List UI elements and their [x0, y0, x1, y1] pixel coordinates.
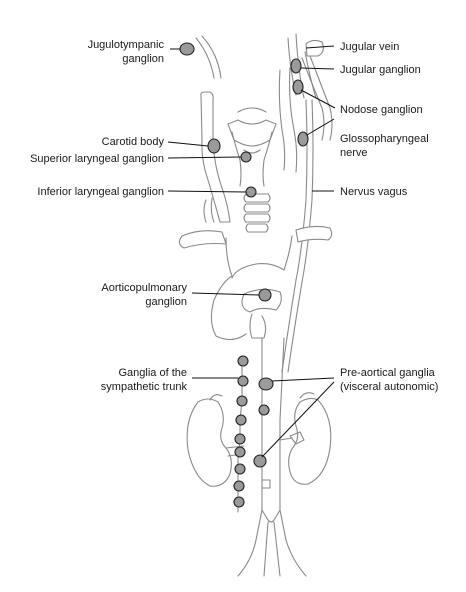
right-adrenal — [299, 392, 315, 399]
label-preaortic-1: Pre-aortical ganglia — [340, 367, 436, 379]
small-branch — [261, 479, 271, 489]
sympathetic-ganglion-dot — [234, 433, 246, 445]
preaortic-ganglion-dot — [258, 377, 274, 391]
inferior-laryngeal-dot — [245, 186, 257, 198]
sympathetic-ganglion-dot — [236, 395, 248, 407]
right-kidney — [288, 397, 332, 485]
carotid-branch — [203, 199, 207, 223]
sympathetic-ganglion-dot — [237, 375, 249, 387]
right-renal-pelvis — [289, 431, 305, 445]
glossopharyngeal-dot — [297, 131, 309, 147]
anatomy-outline — [178, 33, 333, 577]
larynx-fold — [243, 149, 261, 154]
label-sympathetic-2: sympathetic trunk — [101, 381, 188, 393]
label-nervus-vagus: Nervus vagus — [340, 186, 408, 198]
label-preaortic-2: (visceral autonomic) — [340, 381, 438, 393]
left-subclavian — [178, 230, 227, 249]
sympathetic-ganglion-dot — [234, 463, 246, 475]
superior-laryngeal-dot — [240, 151, 252, 163]
left-adrenal — [209, 394, 223, 401]
leader-jugular-vein — [305, 45, 335, 49]
label-jugular-ganglion: Jugular ganglion — [340, 64, 421, 76]
trachea-ring — [243, 203, 271, 213]
aortic-arch-left — [210, 237, 247, 341]
larynx-side — [262, 131, 273, 187]
leader-jugular-ganglion — [300, 67, 335, 70]
leader-superior-laryngeal — [167, 156, 242, 159]
sympathetic-ganglion-dot — [234, 446, 246, 458]
label-jugulotympanic-1: Jugulotympanic — [88, 39, 165, 51]
tympanic-arc-outer — [195, 37, 215, 79]
preaortic-ganglion-dot — [258, 404, 270, 416]
leader-preaortic-1 — [271, 377, 335, 382]
jugulotympanic-ganglion-dot — [179, 42, 195, 56]
epiglottis — [237, 107, 267, 113]
label-sympathetic-1: Ganglia of the — [119, 367, 188, 379]
vessel-line — [309, 55, 333, 141]
preaortic-ganglion-dot — [253, 454, 267, 468]
vagus-trunk — [287, 99, 314, 373]
label-glossopharyngeal-2: nerve — [340, 147, 368, 159]
leader-nodose — [300, 89, 336, 109]
label-carotid-body: Carotid body — [102, 136, 165, 148]
sympathetic-ganglion-dot — [235, 414, 247, 426]
trachea-ring — [245, 223, 269, 233]
aorta-right-wall — [279, 337, 307, 577]
ganglia — [179, 42, 309, 508]
iliac-inner — [273, 521, 281, 577]
leader-preaortic-2 — [261, 381, 335, 458]
trachea-ring — [243, 213, 271, 223]
label-superior-laryngeal: Superior laryngeal ganglion — [30, 153, 164, 165]
vessel-line — [301, 57, 325, 141]
aortic-arch-top — [231, 235, 293, 279]
pulmonary-stub — [249, 313, 267, 339]
label-jugulotympanic-2: ganglion — [122, 53, 164, 65]
carotid-body-dot — [207, 138, 221, 154]
label-aorticopulmonary-1: Aorticopulmonary — [101, 282, 187, 294]
right-vessel — [288, 67, 298, 173]
sympathetic-ganglion-dot — [233, 496, 245, 508]
left-kidney — [186, 398, 232, 487]
aorta-bifurcation — [261, 509, 281, 523]
leader-carotid-body — [167, 141, 209, 147]
vessel-line — [304, 51, 317, 99]
leader-inferior-laryngeal — [167, 190, 247, 193]
left-carotid — [200, 91, 231, 223]
tympanic-arc-inner — [201, 35, 222, 79]
jugular-ganglion-dot — [290, 58, 302, 74]
thyroid-cartilage — [227, 119, 277, 147]
left-renal-vessel — [225, 445, 245, 449]
jugular-vein-bulb — [305, 39, 324, 57]
leader-aorticopulmonary — [191, 292, 260, 296]
label-jugular-vein: Jugular vein — [340, 41, 399, 53]
leader-lines — [167, 45, 336, 458]
larynx-side — [231, 131, 242, 187]
label-glossopharyngeal-1: Glossopharyngeal — [340, 133, 429, 145]
sympathetic-ganglion-dot — [233, 480, 245, 492]
leader-glossopharyngeal — [306, 118, 335, 136]
right-vessel — [278, 69, 286, 171]
right-renal-vessel — [279, 437, 293, 441]
carotid-branch — [210, 197, 215, 223]
label-inferior-laryngeal: Inferior laryngeal ganglion — [37, 186, 164, 198]
labels: Jugulotympanic ganglion Jugular vein Jug… — [30, 39, 438, 393]
nodose-ganglion-dot — [292, 79, 304, 95]
sympathetic-ganglion-dot — [237, 355, 249, 367]
right-subclavian — [295, 225, 333, 243]
label-nodose-ganglion: Nodose ganglion — [340, 104, 423, 116]
label-aorticopulmonary-2: ganglion — [145, 296, 187, 308]
aorticopulmonary-dot — [258, 288, 272, 302]
iliac-inner — [263, 521, 269, 577]
